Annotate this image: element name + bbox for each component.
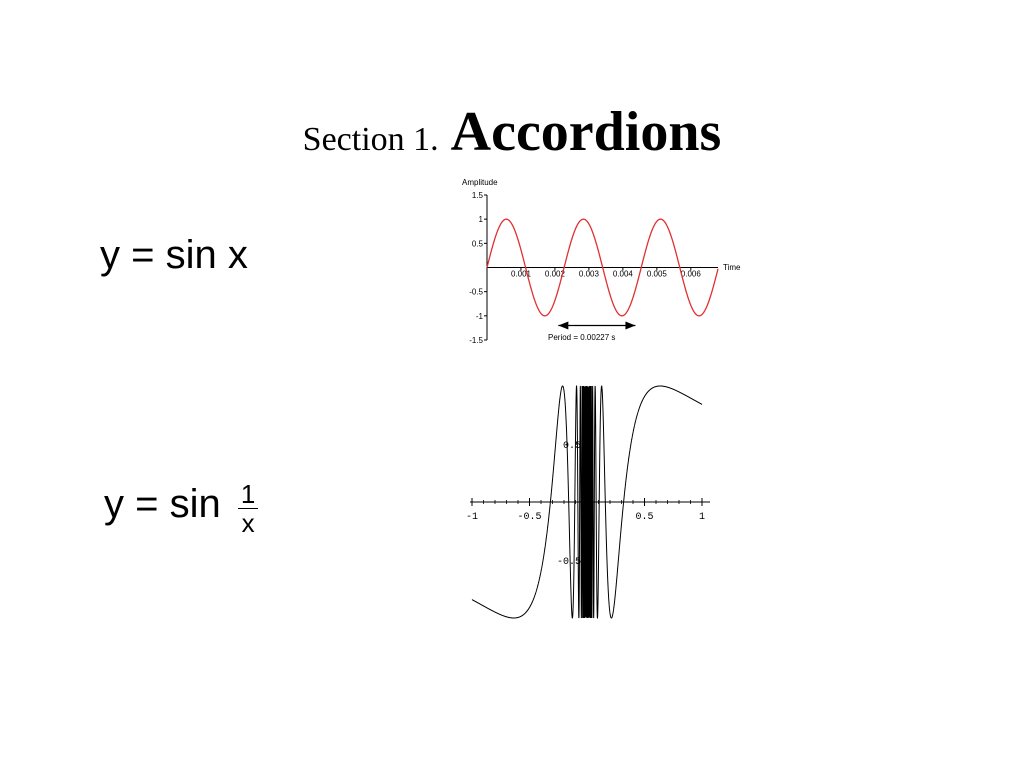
y-tick-label: 0.5 [472,239,484,248]
y-tick-label: -1 [476,312,484,321]
formula-sin-inverse-x: y = sin 1 x [104,478,259,538]
x-tick-label: 0.006 [681,270,702,279]
x-tick-label: 0.004 [613,270,634,279]
x-tick-label: -1 [466,512,478,523]
sin-inverse-x-chart: -1 -0.5 0.5 1 0.5 -0.5 [466,385,710,619]
fraction-numerator: 1 [237,480,259,509]
x-tick-label: 0.002 [545,270,566,279]
x-tick-label: 1 [699,512,705,523]
title-prefix: Section 1. [302,121,439,158]
slide-title: Section 1. Accordions [0,100,1024,164]
formula-sin-x: y = sin x [100,233,248,277]
x-axis-label: Time [723,263,741,272]
sine-wave-chart: Amplitude Time Period = 0.00227 s 1.5 1 0.… [462,178,741,345]
y-tick-label: 1 [479,215,484,224]
series-line-positive [586,385,703,619]
x-tick-label: -0.5 [517,512,541,523]
y-tick-label: -0.5 [469,288,483,297]
x-tick-label: 0.5 [635,512,653,523]
x-tick-label: 0.001 [511,270,532,279]
fraction: 1 x [237,480,259,538]
y-tick-label: -0.5 [557,557,581,568]
series-line-negative [471,385,588,619]
y-tick-label: 1.5 [472,191,484,200]
title-main: Accordions [450,101,722,163]
x-tick-label: 0.005 [647,270,668,279]
period-annotation: Period = 0.00227 s [548,333,615,342]
x-tick-label: 0.003 [579,270,600,279]
fraction-denominator: x [241,508,255,538]
sine-series-line [486,218,719,317]
period-arrow-head-right [625,321,636,330]
y-tick-label: -1.5 [469,336,483,345]
y-axis-label: Amplitude [462,178,498,187]
formula-lhs: y = sin [104,482,221,527]
y-tick-label: 0.5 [563,441,581,452]
period-arrow-head-left [558,321,569,330]
